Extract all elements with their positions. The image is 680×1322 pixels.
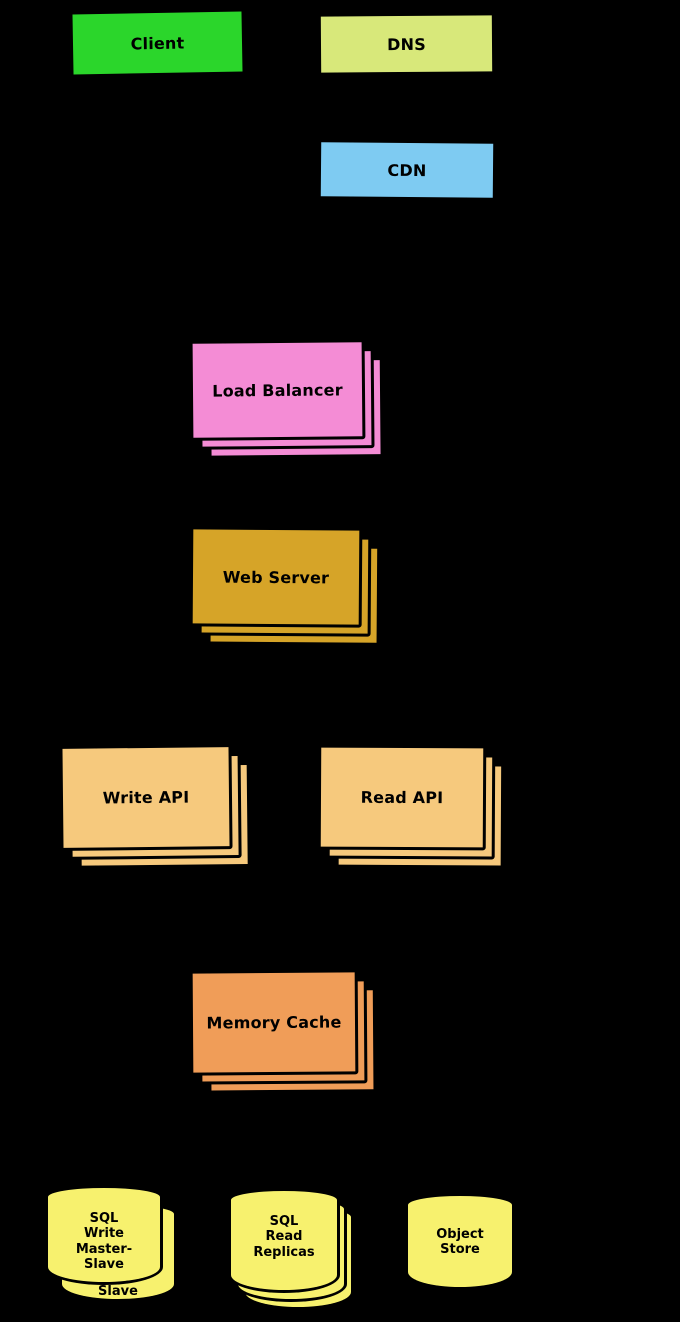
write-api-box: Write API xyxy=(59,744,233,851)
memory-cache-label: Memory Cache xyxy=(206,1012,342,1033)
cylinder-body xyxy=(405,1205,515,1290)
cdn-label: CDN xyxy=(387,160,427,180)
sql-write-cylinder: SQL Write Master- Slave xyxy=(45,1185,163,1285)
read-api-label: Read API xyxy=(360,787,444,808)
object-store-label: Object Store xyxy=(436,1227,484,1258)
read-api-box: Read API xyxy=(317,744,487,851)
sql-write-label: SQL Write Master- Slave xyxy=(75,1211,133,1272)
client-box: Client xyxy=(69,8,246,78)
memory-cache-box: Memory Cache xyxy=(189,969,359,1076)
dns-label: DNS xyxy=(387,34,426,54)
load-balancer-label: Load Balancer xyxy=(212,379,343,401)
cylinder-body xyxy=(228,1200,340,1293)
load-balancer-node: Load Balancer xyxy=(189,339,384,459)
cdn-box: CDN xyxy=(317,139,497,201)
client-node: Client xyxy=(69,8,246,78)
write-api-label: Write API xyxy=(102,787,190,808)
write-api-node: Write API xyxy=(59,744,251,869)
load-balancer-box: Load Balancer xyxy=(189,339,366,441)
cdn-node: CDN xyxy=(317,139,497,201)
web-server-node: Web Server xyxy=(189,526,381,646)
cylinder-body xyxy=(45,1197,163,1285)
sql-write-master-slave-node: Slave SQL Write Master- Slave xyxy=(45,1185,177,1302)
read-api-node: Read API xyxy=(317,744,505,869)
sql-read-replicas-node: SQL Read Replicas xyxy=(228,1188,354,1310)
web-server-box: Web Server xyxy=(189,526,363,628)
dns-box: DNS xyxy=(317,12,496,76)
dns-node: DNS xyxy=(317,12,496,76)
object-store-cylinder: Object Store xyxy=(405,1193,515,1290)
web-server-label: Web Server xyxy=(222,567,330,587)
object-store-node: Object Store xyxy=(405,1193,515,1290)
client-label: Client xyxy=(130,33,185,53)
sql-read-label: SQL Read Replicas xyxy=(253,1214,315,1260)
memory-cache-node: Memory Cache xyxy=(189,969,377,1094)
sql-write-back-label: Slave xyxy=(98,1283,138,1299)
sql-read-cylinder: SQL Read Replicas xyxy=(228,1188,340,1293)
